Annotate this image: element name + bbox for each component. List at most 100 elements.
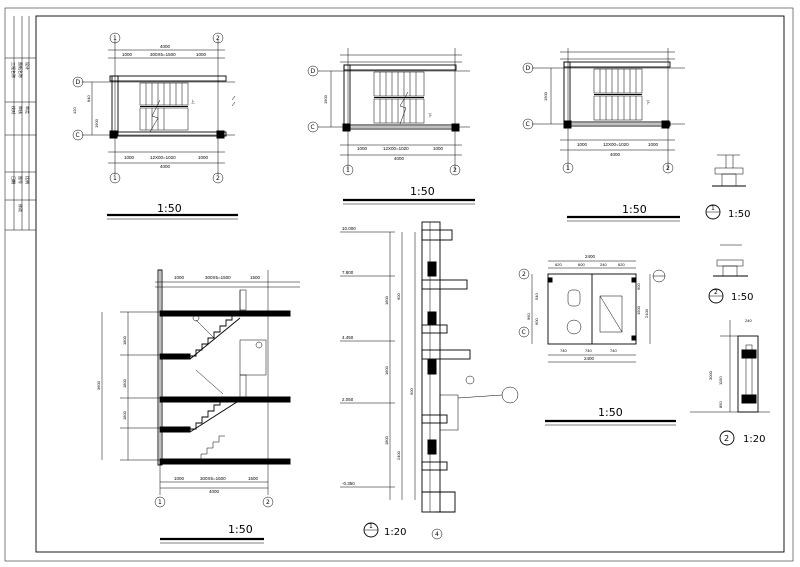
grid-bubble xyxy=(72,76,84,88)
toilet-dim: 1500 xyxy=(636,305,641,315)
section-dim: 1500 xyxy=(250,275,261,280)
toilet-dim: 240 xyxy=(600,262,607,267)
grid-bubble xyxy=(449,164,461,176)
toilet-dim: 740 xyxy=(560,348,567,353)
title-block: 工程名称 图纸名称 设计 校对 审核 审定 日期 图号 比例 修改 xyxy=(5,16,36,231)
grid-bubble xyxy=(212,172,224,184)
scale-label: 1:50 xyxy=(410,185,435,198)
section-width: 4000 xyxy=(209,489,220,494)
detail-number: 1 xyxy=(369,523,373,530)
dim-right-b: 1000 xyxy=(198,155,209,160)
grid-label-2: 2 xyxy=(453,167,457,174)
wall-dim: 1800 xyxy=(384,295,389,305)
dim-right: 1000 xyxy=(433,146,444,151)
grid-bubble xyxy=(431,528,443,540)
side-dim-small: 120 xyxy=(72,107,77,114)
section-dim: 1800 xyxy=(122,378,127,388)
wall-dim: 1800 xyxy=(384,365,389,375)
elevation: -0.350 xyxy=(342,481,355,486)
detail-number: 2 xyxy=(724,434,729,443)
dim-run-bottom: 12X00=1020 xyxy=(383,146,409,151)
wall-dim: 900 xyxy=(409,388,414,395)
elevation: 10.000 xyxy=(342,226,356,231)
section-dim: 1000 xyxy=(174,275,185,280)
elevation: 7.800 xyxy=(342,270,354,275)
toilet-dim: 740 xyxy=(610,348,617,353)
grid-label-1: 1 xyxy=(566,165,570,172)
grid-label-1: 1 xyxy=(158,499,162,506)
title-cell: 设计 xyxy=(25,62,31,70)
grid-bubble xyxy=(518,268,530,280)
grid-bubble xyxy=(307,121,319,133)
column xyxy=(661,120,670,129)
stair-plan-2: 下 1000 12X00=1020 1000 4000 1900 D C 1 2… xyxy=(307,48,475,205)
detail-top-right: 1 1:50 2 1:50 xyxy=(705,154,753,304)
detail-number: 2 xyxy=(714,289,718,296)
column xyxy=(109,130,118,139)
title-cell: 审定 xyxy=(25,106,31,114)
grid-label-C: C xyxy=(76,132,80,139)
grid-bubble xyxy=(154,496,166,508)
column xyxy=(563,120,572,129)
toilet-dim: 600 xyxy=(534,318,539,325)
title-cell: 图号 xyxy=(18,176,24,184)
grid-bubble xyxy=(109,172,121,184)
detail-dim: 850 xyxy=(718,401,723,408)
grid-label-C: C xyxy=(526,121,530,128)
grid-label-1: 1 xyxy=(113,35,117,42)
section-dim: 300X5=1500 xyxy=(200,476,226,481)
grid-label: 2 xyxy=(522,271,526,278)
wall-dim: 1800 xyxy=(384,435,389,445)
section-dim: 1800 xyxy=(122,335,127,345)
elevation: 4.450 xyxy=(342,335,354,340)
scale-label: 1:50 xyxy=(622,203,647,216)
dim-overall-b: 4000 xyxy=(160,164,171,169)
detail-dim: 3000 xyxy=(708,370,713,380)
grid-bubble xyxy=(522,118,534,130)
dim-right: 1000 xyxy=(196,52,207,57)
scale-label: 1:50 xyxy=(728,209,750,220)
section-dim: 1000 xyxy=(174,476,185,481)
grid-label-2: 2 xyxy=(216,175,220,182)
scale-label: 1:20 xyxy=(384,527,406,538)
title-cell: 修改 xyxy=(18,204,24,212)
toilet-dim: 2100 xyxy=(644,308,649,318)
column xyxy=(451,123,460,132)
stair-plan-3: 下 1000 12X00=1020 1000 4000 1900 D C 1 2… xyxy=(522,48,685,222)
grid-bubble xyxy=(562,162,574,174)
outer-border xyxy=(4,7,794,562)
grid-label-D: D xyxy=(526,65,531,72)
elevation: 2.050 xyxy=(342,397,354,402)
stair-plan-1: 4000 300X5=1500 1000 1000 12X00=1020 100… xyxy=(72,32,238,220)
grid-bubble xyxy=(662,162,674,174)
grid-bubble xyxy=(262,496,274,508)
up-mark: 上 xyxy=(191,98,195,104)
grid-label-2: 2 xyxy=(216,35,220,42)
wall-dim: 900 xyxy=(396,293,401,300)
down-mark: 下 xyxy=(428,113,432,118)
side-dim: 1900 xyxy=(323,94,328,104)
detail-dim: 240 xyxy=(745,318,752,323)
dim-run-bottom: 12X00=1020 xyxy=(603,142,629,147)
scale-label: 1:50 xyxy=(731,292,753,303)
toilet-dim: 620 xyxy=(618,262,625,267)
dim-left: 1000 xyxy=(357,146,368,151)
dim-left: 1000 xyxy=(577,142,588,147)
grid-bubble xyxy=(342,164,354,176)
dim-overall: 4000 xyxy=(160,44,171,49)
toilet-dim: 960 xyxy=(526,313,531,320)
toilet-dim: 900 xyxy=(636,283,641,290)
title-cell: 比例 xyxy=(25,176,31,184)
down-mark: 下 xyxy=(646,100,650,105)
grid-label-2: 2 xyxy=(266,499,270,506)
side-dim: 1900 xyxy=(543,91,548,101)
grid-label-4: 4 xyxy=(435,531,439,538)
side-dim: 1900 xyxy=(94,118,99,128)
dim-overall: 4000 xyxy=(610,152,621,157)
toilet-dim: 540 xyxy=(534,293,539,300)
toilet-dim: 2400 xyxy=(585,254,596,259)
grid-label-1: 1 xyxy=(346,167,350,174)
grid-label-D: D xyxy=(76,79,81,86)
toilet-plan: 2400 620 600 240 620 740 740 740 2400 15… xyxy=(518,254,676,426)
